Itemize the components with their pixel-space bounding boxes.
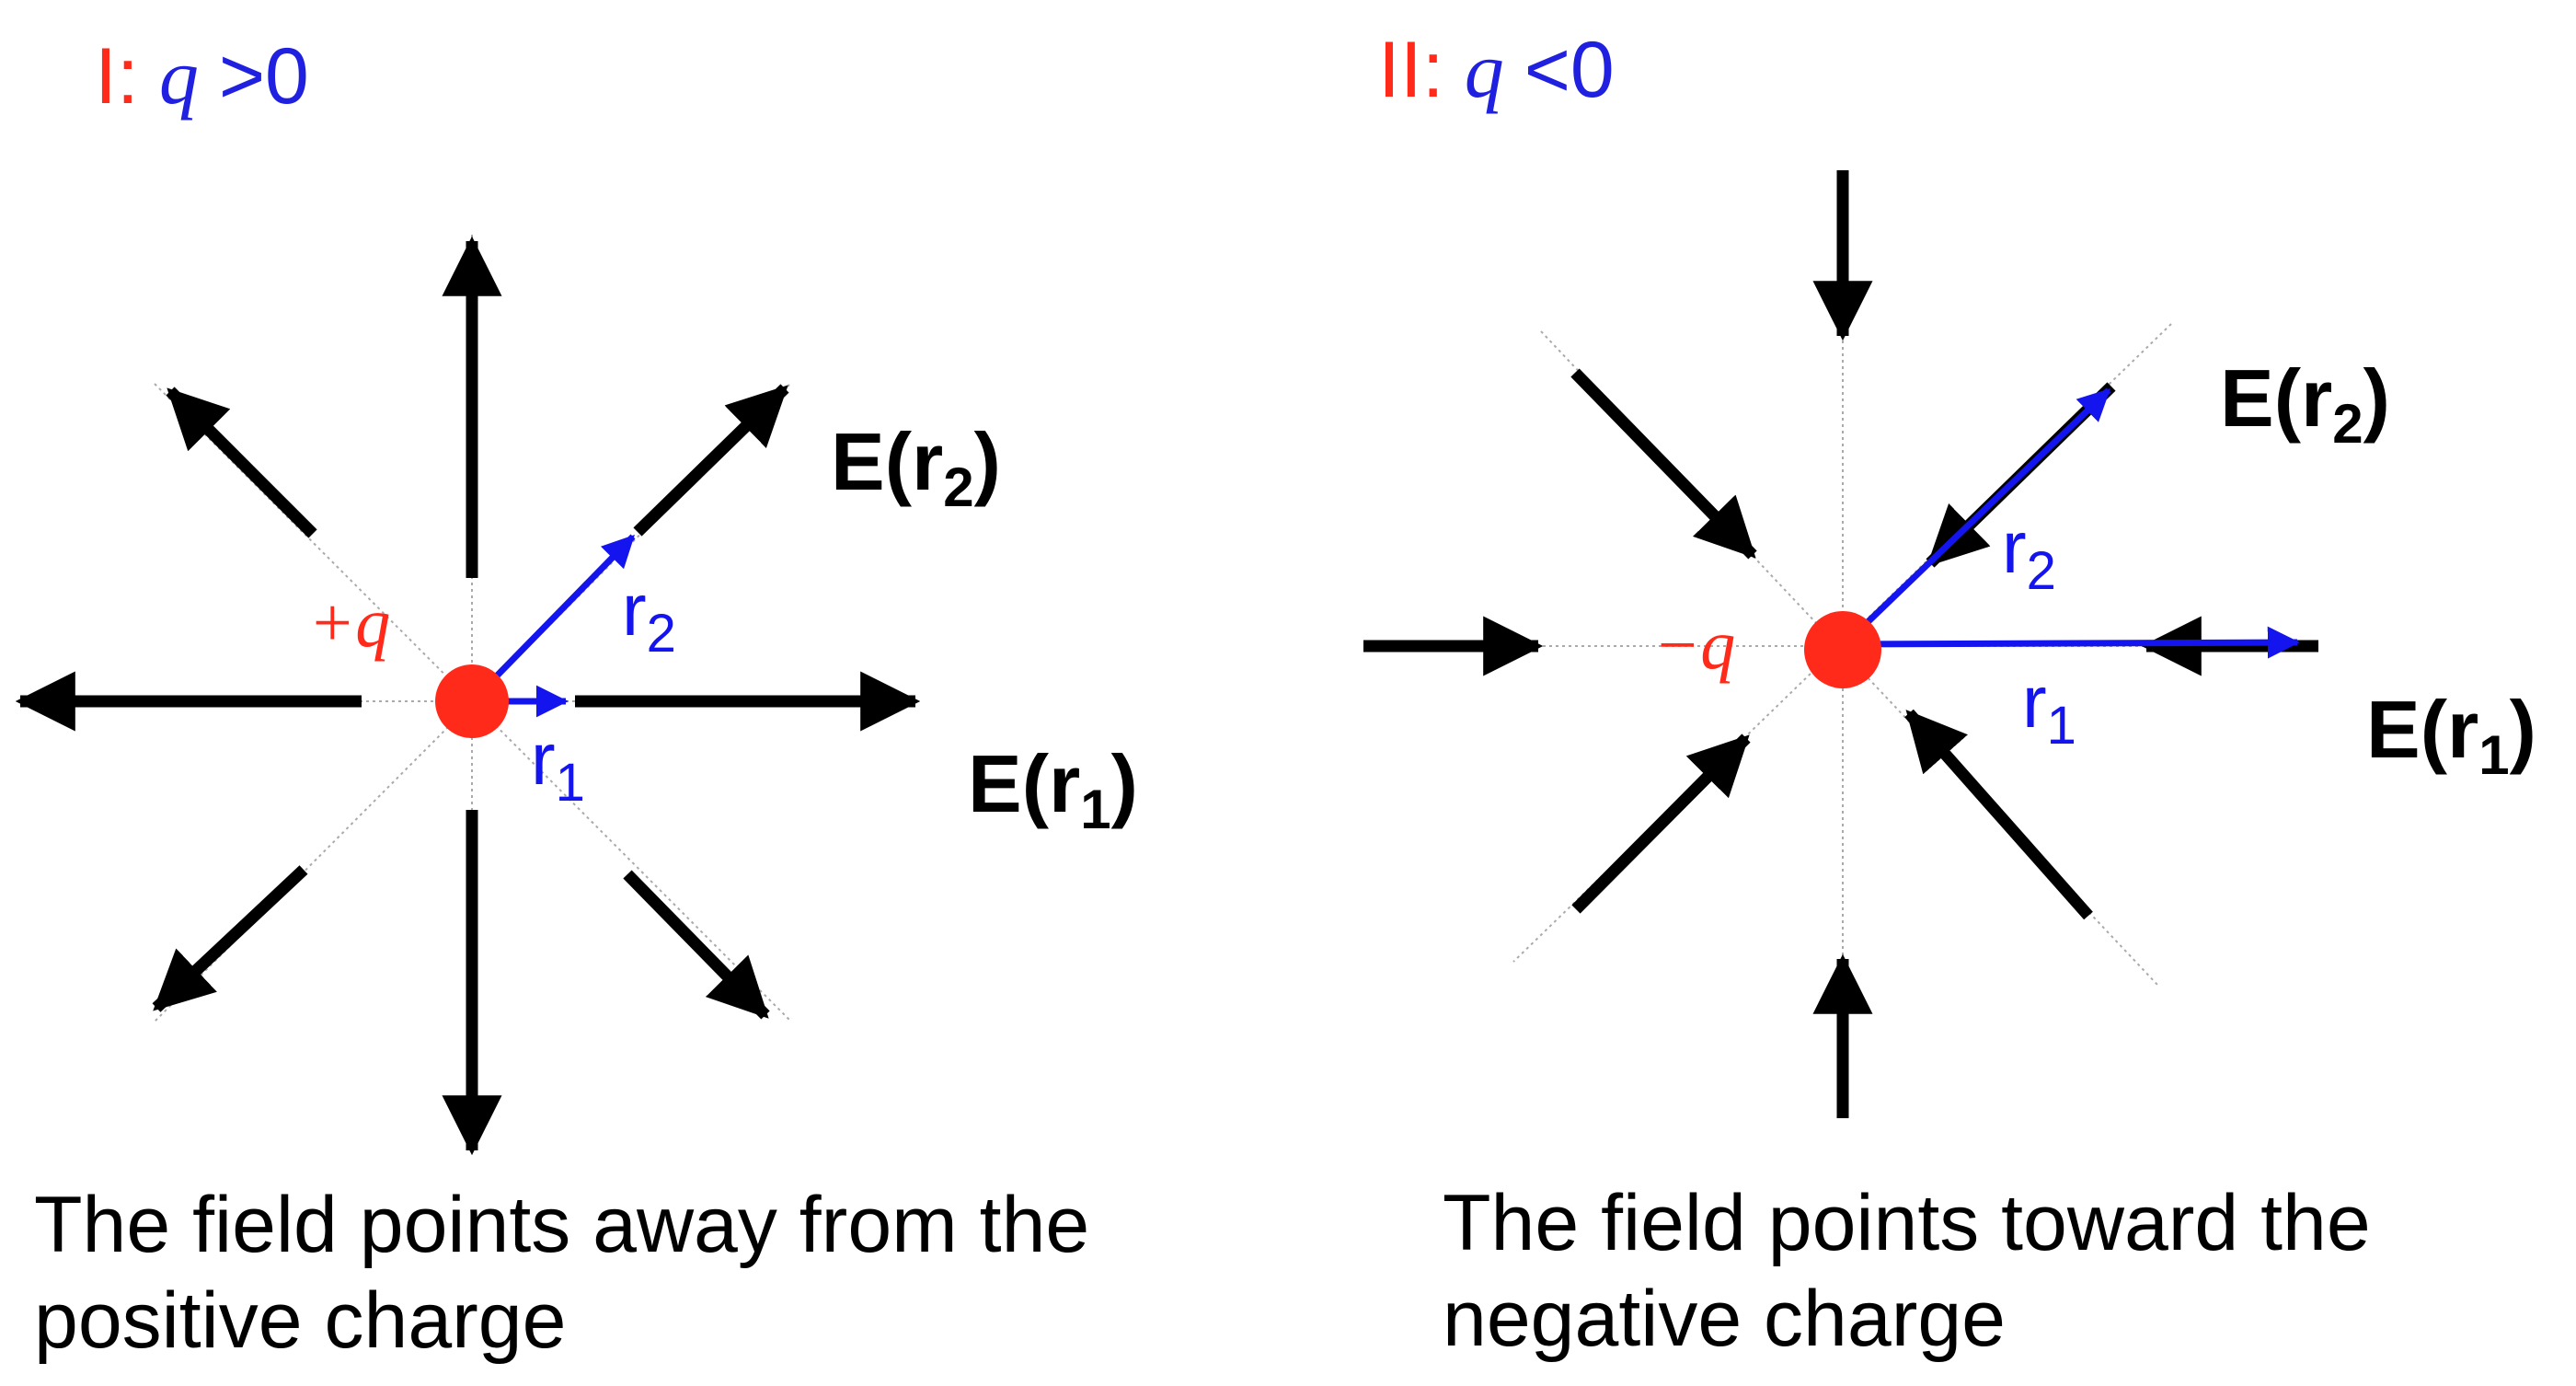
panel-II-r2-vector <box>1840 387 2111 649</box>
panel-I-r1-base: r <box>531 718 556 800</box>
panel-I-E1-suffix: ) <box>1111 738 1138 829</box>
panel-II-r1-label: r1 <box>2022 661 2076 756</box>
panel-I-E2-prefix: E( <box>831 416 913 507</box>
panel-II-roman: II <box>1378 26 1422 114</box>
panel-II-E2-suffix: ) <box>2363 352 2390 444</box>
panel-I-charge-label: +q <box>308 584 390 662</box>
panel-II-E2-subscript: 2 <box>2332 393 2363 455</box>
panel-I-positive-charge <box>435 664 509 738</box>
panel-I: I:q>0 +q r2 r1 E(r2) E(r1) T <box>15 32 1138 1365</box>
panel-I-field-arrow-down-left <box>152 865 308 1012</box>
panel-II-caption-line1: The field points toward the <box>1443 1179 2371 1267</box>
panel-I-roman: I <box>95 32 117 121</box>
panel-I-field-arrow-up-left <box>166 387 317 538</box>
panel-I-condition: >0 <box>219 32 309 121</box>
panel-II-field-arrow-from-upper-left <box>1570 368 1757 560</box>
panel-I-field-arrow-down-right <box>623 870 770 1020</box>
panel-II-charge-label: −q <box>1653 606 1735 684</box>
panel-II-heading: II:q<0 <box>1378 26 1615 114</box>
panel-II-negative-charge <box>1804 611 1881 688</box>
panel-II-field-arrow-from-lower-left <box>1571 733 1751 914</box>
panel-II-E1-prefix: E( <box>2366 684 2448 775</box>
panel-I-E1-label: E(r1) <box>968 738 1138 840</box>
panel-I-r1-label: r1 <box>531 718 585 813</box>
panel-I-E2-base: r <box>912 416 943 507</box>
panel-II-E1-label: E(r1) <box>2366 684 2536 786</box>
panel-I-E2-label: E(r2) <box>831 416 1001 518</box>
panel-II-E2-base: r <box>2301 352 2332 444</box>
panel-II-E1-subscript: 1 <box>2478 724 2509 786</box>
panel-I-r1-subscript: 1 <box>556 753 585 813</box>
panel-I-E1-subscript: 1 <box>1080 779 1110 840</box>
panel-I-E2-subscript: 2 <box>943 456 973 518</box>
panel-I-r2-label: r2 <box>622 569 676 664</box>
panel-I-E1-prefix: E( <box>968 738 1050 829</box>
panel-I-r2-base: r <box>622 569 647 651</box>
panel-II-r1-subscript: 1 <box>2047 696 2076 756</box>
panel-I-field-arrow-up-right <box>633 384 789 537</box>
panel-I-caption-line1: The field points away from the <box>34 1181 1089 1269</box>
panel-II-r2-label: r2 <box>2002 506 2056 601</box>
panel-I-q-symbol: q <box>159 32 199 121</box>
panel-II-r2-base: r <box>2002 506 2027 588</box>
panel-II-caption-line2: negative charge <box>1443 1275 2006 1363</box>
panel-I-caption-line2: positive charge <box>34 1276 566 1365</box>
panel-II-r1-vector <box>1842 626 2300 659</box>
panel-II-position-vectors <box>1840 387 2300 659</box>
panel-II-E2-prefix: E( <box>2220 352 2302 444</box>
panel-II-r1-base: r <box>2022 661 2047 743</box>
panel-II-E1-base: r <box>2447 684 2478 775</box>
panel-II-colon: : <box>1422 26 1444 114</box>
panel-I-r2-vector <box>469 534 636 704</box>
panel-II-E1-suffix: ) <box>2510 684 2536 775</box>
panel-II-condition: <0 <box>1524 26 1615 114</box>
panel-II-field-arrow-from-lower-right <box>1904 709 2093 920</box>
panel-I-heading: I:q>0 <box>95 32 309 121</box>
panel-II-E2-label: E(r2) <box>2220 352 2390 455</box>
panel-I-E2-suffix: ) <box>974 416 1001 507</box>
panel-II: II:q<0 −q r2 r1 E(r2) E(r1) <box>1363 26 2536 1363</box>
panel-I-E1-base: r <box>1049 738 1080 829</box>
panel-II-q-symbol: q <box>1465 26 1504 114</box>
panel-II-guide-lines <box>1512 323 2318 986</box>
panel-I-colon: : <box>117 32 139 121</box>
panel-I-field-arrows <box>15 236 921 1156</box>
panel-I-r2-subscript: 2 <box>647 604 676 664</box>
panel-II-r2-subscript: 2 <box>2027 541 2056 601</box>
